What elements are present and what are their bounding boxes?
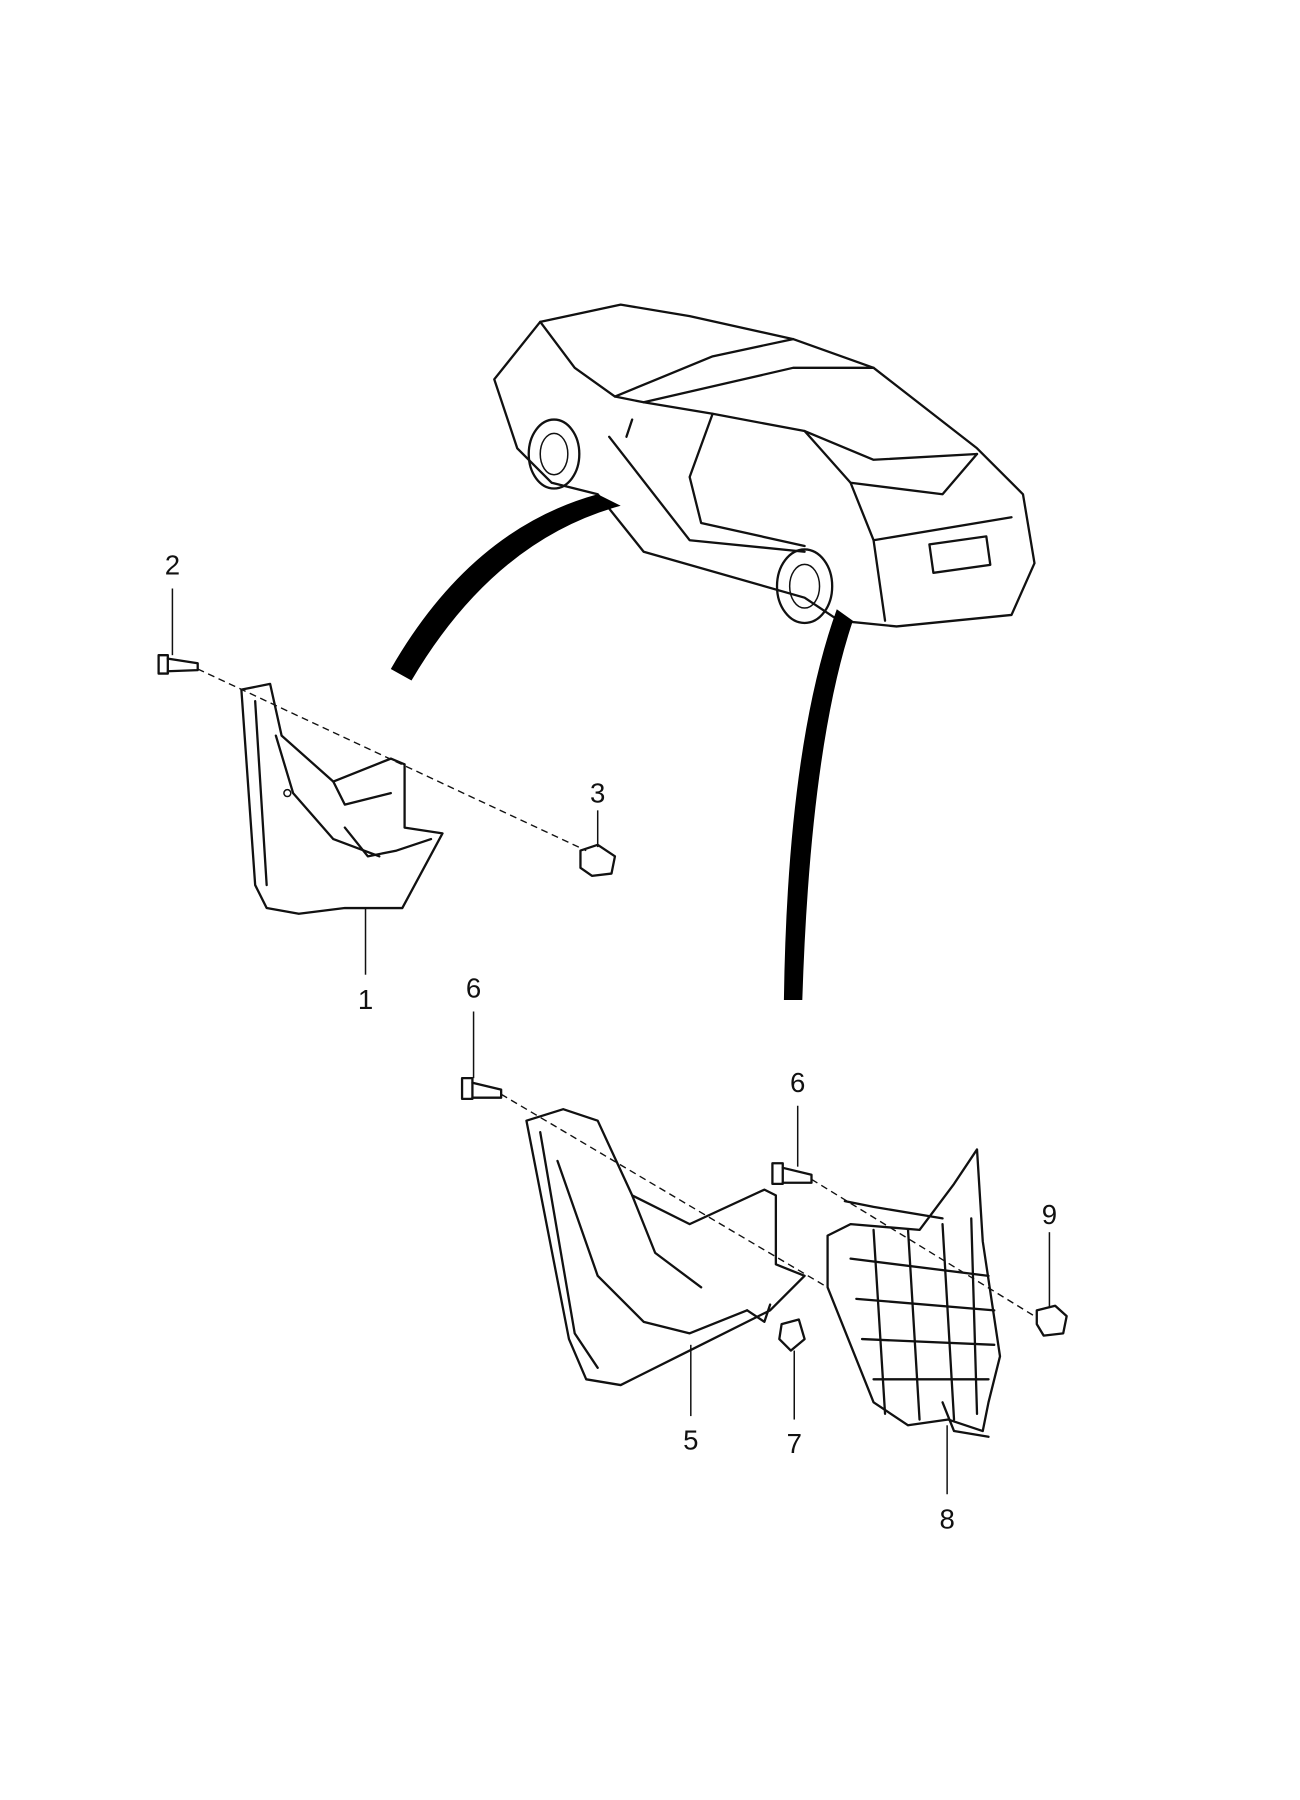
callout-7: 7: [787, 1428, 802, 1459]
splash-shield-part-8: [826, 1148, 1002, 1438]
callout-6a: 6: [466, 973, 481, 1004]
arrow-rear-mudguard: [783, 609, 853, 1000]
callout-2: 2: [165, 550, 180, 581]
arrow-front-mudguard: [390, 494, 621, 681]
callout-9: 9: [1042, 1199, 1057, 1230]
screw-part-6b: [771, 1162, 813, 1186]
car-illustration: [493, 303, 1036, 628]
callout-6b: 6: [790, 1067, 805, 1098]
clip-part-3: [579, 843, 617, 878]
callout-5: 5: [683, 1424, 698, 1455]
callout-3: 3: [590, 777, 605, 808]
assembly-line-8: [811, 1178, 1035, 1317]
screw-part-6a: [460, 1077, 503, 1100]
callout-8: 8: [939, 1504, 954, 1535]
callout-1: 1: [358, 984, 373, 1015]
assembly-line-5: [500, 1093, 828, 1288]
clip-part-9: [1035, 1304, 1068, 1337]
rear-mudguard-part-5: [525, 1108, 806, 1387]
leader-lines: [171, 588, 1051, 1495]
front-mudguard-part-1: [240, 682, 444, 915]
assembly-line-1: [197, 668, 587, 852]
clip-part-7: [778, 1318, 806, 1352]
screw-part-2: [157, 654, 199, 675]
